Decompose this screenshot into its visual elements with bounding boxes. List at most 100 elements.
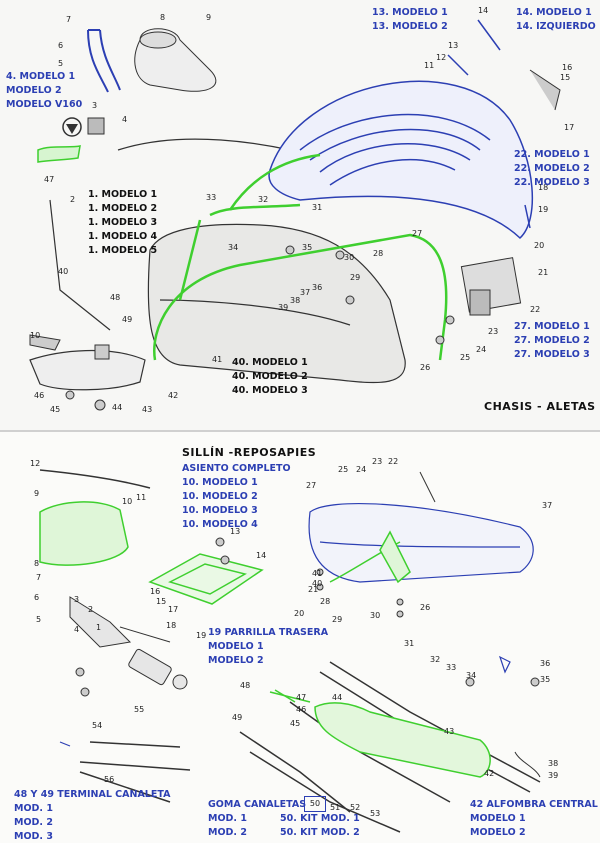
callout-number: 45	[290, 719, 300, 728]
label-line: GOMA CANALETAS	[208, 799, 307, 810]
label-line: 10. MODELO 1	[182, 477, 258, 488]
callout-number: 24	[476, 345, 486, 354]
label-line: MOD. 1	[208, 813, 247, 824]
label-line: MODELO 1	[470, 813, 526, 824]
callout-number: 7	[36, 573, 41, 582]
callout-number: 11	[424, 61, 434, 70]
callout-number: 31	[404, 639, 414, 648]
label-group-42: 42 ALFOMBRA CENTRAL MODELO 1 MODELO 2	[470, 798, 598, 840]
chassis-title: CHASIS - ALETAS	[484, 400, 596, 413]
callout-number: 34	[228, 243, 238, 252]
callout-number: 23	[488, 327, 498, 336]
seat-subtitle: ASIENTO COMPLETO	[182, 463, 291, 474]
label-line: MOD. 3	[14, 831, 53, 842]
top-numbers: 7 8 9 6 5 3 4 2 33 32 31 34 35 30 29 28 …	[30, 6, 574, 414]
callout-number: 7	[66, 15, 71, 24]
callout-number: 6	[58, 41, 63, 50]
label-line: 19 PARRILLA TRASERA	[208, 627, 329, 638]
label-group-1: 1. MODELO 1 1. MODELO 2 1. MODELO 3 1. M…	[88, 188, 157, 258]
label-group-19: 19 PARRILLA TRASERA MODELO 1 MODELO 2	[208, 626, 328, 668]
label-line: 1. MODELO 3	[88, 217, 158, 228]
callout-number: 26	[420, 363, 430, 372]
headset-part	[134, 28, 217, 92]
callout-number: 10	[30, 331, 40, 340]
label-line: 50. KIT MOD. 2	[280, 827, 360, 838]
seat-footrest-panel: 12 9 11 10 8 7 6 5 4 3 2 1 13 14 15 16 1…	[0, 432, 600, 843]
label-group-kit: 50. KIT MOD. 1 50. KIT MOD. 2	[280, 812, 360, 840]
callout-number: 40	[58, 267, 68, 276]
callout-number: 49	[122, 315, 132, 324]
callout-number: 25	[460, 353, 470, 362]
callout-number: 36	[312, 283, 322, 292]
chassis-panel: 7 8 9 6 5 3 4 2 33 32 31 34 35 30 29 28 …	[6, 6, 596, 414]
callout-number: 2	[70, 195, 75, 204]
callout-number: 32	[430, 655, 440, 664]
callout-number: 22	[388, 457, 398, 466]
label-line: 22. MODELO 2	[514, 163, 590, 174]
callout-number: 55	[134, 705, 144, 714]
callout-number: 34	[466, 671, 476, 680]
callout-number: 14	[256, 551, 266, 560]
callout-number: 9	[34, 489, 39, 498]
callout-number: 21	[538, 268, 548, 277]
callout-number: 47	[296, 693, 306, 702]
label-line: 40. MODELO 2	[232, 371, 308, 382]
callout-number: 28	[373, 249, 383, 258]
callout-number: 29	[332, 615, 342, 624]
callout-number: 8	[160, 13, 165, 22]
callout-number: 16	[562, 63, 572, 72]
callout-number: 35	[540, 675, 550, 684]
callout-number: 38	[290, 296, 300, 305]
callout-number: 22	[530, 305, 540, 314]
chassis-drawing: 7 8 9 6 5 3 4 2 33 32 31 34 35 30 29 28 …	[29, 6, 574, 414]
label-group-10: 10. MODELO 1 10. MODELO 2 10. MODELO 3 1…	[182, 476, 258, 532]
callout-number: 3	[92, 101, 97, 110]
callout-number: 37	[300, 288, 310, 297]
callout-number: 35	[302, 243, 312, 252]
central-mat-green	[269, 689, 491, 778]
callout-number: 15	[156, 597, 166, 606]
label-line: MODELO 2	[208, 655, 264, 666]
callout-number: 23	[372, 457, 382, 466]
label-line: MOD. 2	[208, 827, 247, 838]
callout-number: 8	[34, 559, 39, 568]
callout-number: 12	[30, 459, 40, 468]
callout-number: 4	[122, 115, 127, 124]
callout-number: 17	[564, 123, 574, 132]
bottom-numbers: 12 9 11 10 8 7 6 5 4 3 2 1 13 14 15 16 1…	[30, 457, 558, 818]
callout-number: 53	[370, 809, 380, 818]
callout-number: 45	[50, 405, 60, 414]
callout-number: 1	[96, 623, 101, 632]
label-group-48: 48 Y 49 TERMINAL CANALETA MOD. 1 MOD. 2 …	[14, 788, 170, 844]
callout-number: 10	[122, 497, 132, 506]
small-parts	[29, 69, 561, 411]
label-line: 13. MODELO 1	[372, 7, 448, 18]
callout-number: 32	[258, 195, 268, 204]
seat-footrest-drawing: 12 9 11 10 8 7 6 5 4 3 2 1 13 14 15 16 1…	[30, 457, 558, 833]
callout-number: 13	[230, 527, 240, 536]
label-line: 1. MODELO 4	[88, 231, 158, 242]
label-line: 1. MODELO 5	[88, 245, 158, 256]
callout-number: 42	[168, 391, 178, 400]
label-line: 14. IZQUIERDO	[516, 21, 596, 32]
callout-number: 29	[350, 273, 360, 282]
label-group-22: 22. MODELO 1 22. MODELO 2 22. MODELO 3	[514, 148, 590, 190]
label-line: 22. MODELO 3	[514, 177, 590, 188]
callout-number: 33	[446, 663, 456, 672]
label-line: 40. MODELO 3	[232, 385, 308, 396]
label-line: 27. MODELO 2	[514, 335, 590, 346]
label-group-40: 40. MODELO 1 40. MODELO 2 40. MODELO 3	[232, 356, 308, 398]
callout-number: 27	[306, 481, 316, 490]
callout-number: 39	[278, 303, 288, 312]
seat-green	[39, 501, 129, 566]
label-line: MODELO 2	[6, 85, 62, 96]
label-line: 4. MODELO 1	[6, 71, 76, 82]
label-line: 10. MODELO 4	[182, 519, 258, 530]
callout-number: 49	[232, 713, 242, 722]
callout-number: 56	[104, 775, 114, 784]
label-group-13: 13. MODELO 1 13. MODELO 2	[372, 6, 448, 34]
callout-number: 43	[142, 405, 152, 414]
callout-number: 19	[196, 631, 206, 640]
label-line: 13. MODELO 2	[372, 21, 448, 32]
callout-number: 16	[150, 587, 160, 596]
